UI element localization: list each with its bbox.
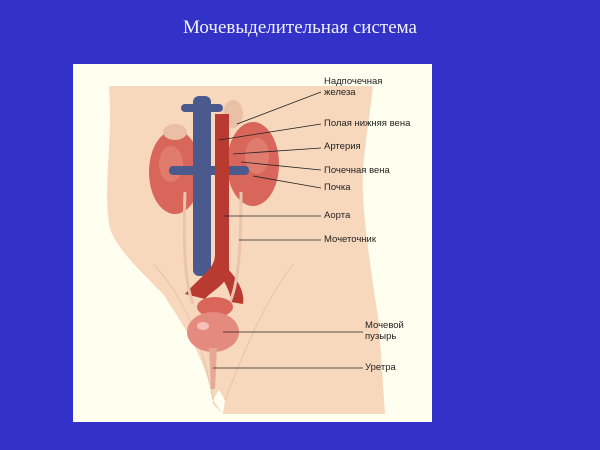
aorta — [185, 114, 230, 299]
label-bladder-line1: Мочевой — [365, 320, 404, 331]
label-vena-cava: Полая нижняя вена — [324, 118, 411, 129]
label-bladder: Мочевой пузырь — [365, 320, 404, 342]
label-aorta: Аорта — [324, 210, 351, 221]
urinary-system-illustration — [107, 86, 386, 414]
vena-cava — [193, 96, 211, 276]
ureter-left — [182, 191, 195, 305]
label-adrenal-line1: Надпочечная — [324, 76, 383, 87]
label-adrenal-gland: Надпочечная железа — [324, 76, 382, 98]
label-urethra: Уретра — [365, 362, 396, 373]
bladder — [187, 312, 239, 352]
label-renal-vein: Почечная вена — [324, 165, 390, 176]
label-artery: Артерия — [324, 141, 361, 152]
label-ureter: Мочеточник — [324, 234, 376, 245]
diagram-panel: Надпочечная железа Полая нижняя вена Арт… — [73, 64, 432, 422]
label-adrenal-line2: железа — [324, 87, 356, 98]
ureter-right — [227, 191, 243, 305]
label-kidney: Почка — [324, 182, 351, 193]
slide-title: Мочевыделительная система — [183, 17, 417, 38]
label-bladder-line2: пузырь — [365, 331, 397, 342]
urethra — [209, 348, 217, 389]
